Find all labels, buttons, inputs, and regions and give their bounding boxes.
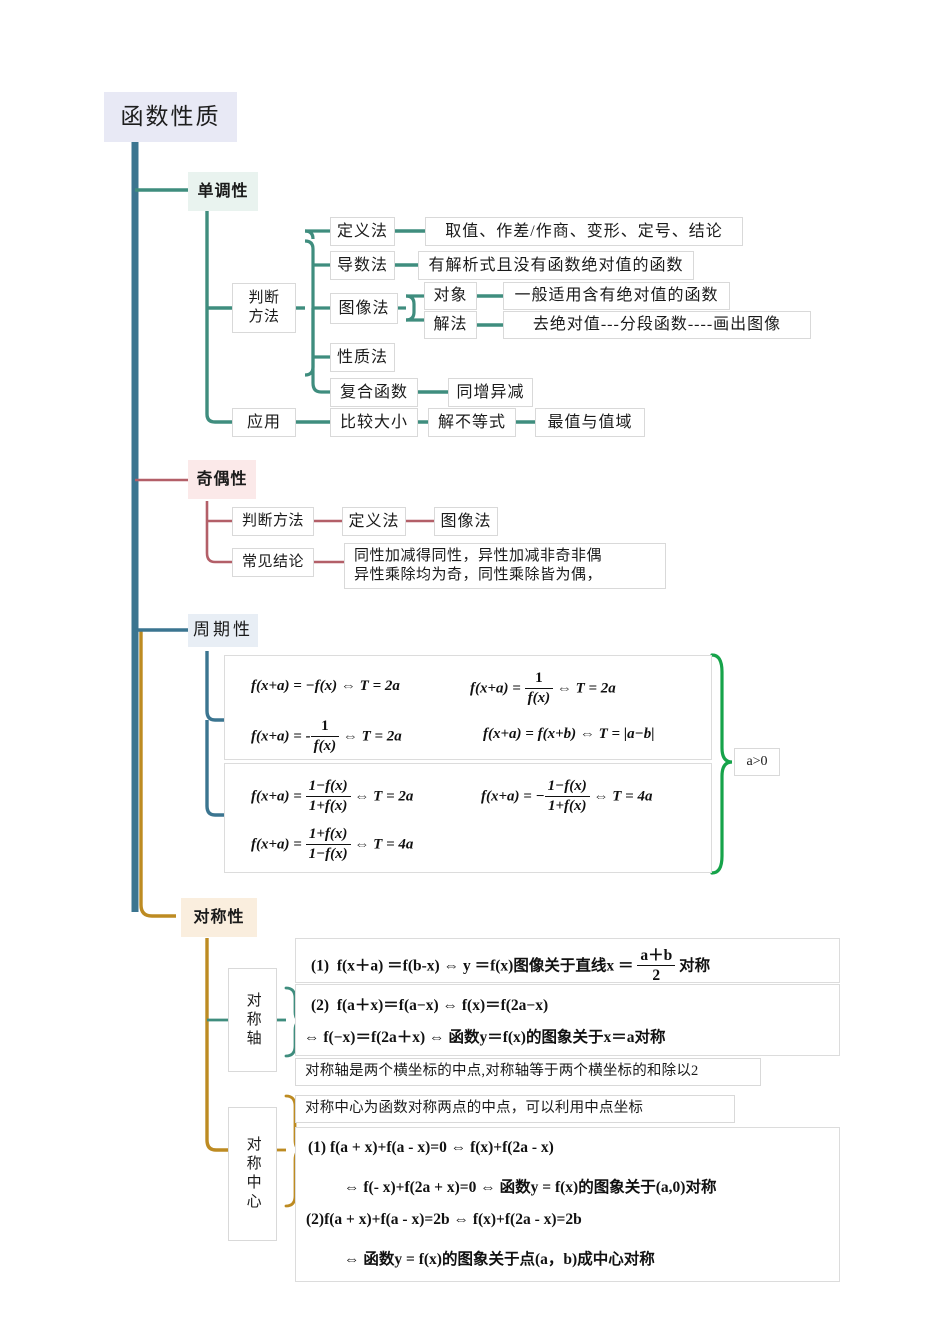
method-detail-text-derivative: 有解析式且没有函数绝对值的函数 [428, 256, 684, 274]
branch-label-symmetry: 对称性 [193, 908, 245, 926]
branch-label-parity: 奇偶性 [196, 470, 248, 488]
periodicity-formula-group-2[interactable]: f(x+a) = 1−f(x)1+f(x) ⇔ T = 2a f(x+a) = … [224, 763, 712, 873]
application-chain-label-compare: 比较大小 [339, 413, 408, 431]
symmetry-center-note[interactable]: 对称中心为函数对称两点的中点，可以利用中点坐标 [295, 1095, 735, 1123]
symmetry-axis-formula-2: (2) f(a＋x)＝f(a−x) ⇔ f(x)＝f(2a−x) [311, 997, 549, 1014]
periodicity-formula-1: f(x+a) = −f(x) ⇔ T = 2a [251, 678, 400, 694]
application-node[interactable]: 应用 [232, 408, 296, 437]
root-label: 函数性质 [120, 103, 221, 129]
parity-conclusion-node[interactable]: 常见结论 [232, 548, 314, 577]
application-chain-label-inequality: 解不等式 [437, 413, 506, 431]
parity-judge-chain-label-definition: 定义法 [348, 512, 400, 530]
graph-sub-label-solution: 解法 [433, 316, 468, 334]
application-chain-inequality[interactable]: 解不等式 [428, 408, 516, 437]
symmetry-center-formula-2: ⇔ f(- x)+f(2a + x)=0 ⇔ 函数y = f(x)的图象关于(a… [344, 1179, 717, 1196]
method-node-graph[interactable]: 图像法 [330, 293, 398, 324]
parity-judge-node[interactable]: 判断方法 [232, 507, 314, 536]
symmetry-center-node[interactable]: 对称中心 [228, 1107, 277, 1241]
symmetry-axis-formula-box-1[interactable]: (1) f(x＋a) ＝f(b-x) ⇔ y ＝f(x)图像关于直线x ＝ a＋… [295, 938, 840, 984]
symmetry-axis-note-text: 对称轴是两个横坐标的中点,对称轴等于两个横坐标的和除以2 [305, 1063, 699, 1080]
parity-conclusion-text-box[interactable]: 同性加减得同性，异性加减非奇非偶 异性乘除均为奇，同性乘除皆为偶， [344, 543, 666, 589]
application-chain-label-extremum: 最值与值域 [547, 413, 633, 431]
application-chain-compare[interactable]: 比较大小 [330, 408, 418, 437]
branch-node-symmetry[interactable]: 对称性 [181, 898, 257, 937]
method-detail-text-definition: 取值、作差/作商、变形、定号、结论 [445, 222, 723, 240]
symmetry-center-formula-box[interactable]: (1) f(a + x)+f(a - x)=0 ⇔ f(x)+f(2a - x)… [295, 1127, 840, 1282]
method-node-composite[interactable]: 复合函数 [330, 378, 418, 407]
graph-sub-node-solution[interactable]: 解法 [424, 311, 477, 339]
periodicity-formula-4: f(x+a) = f(x+b) ⇔ T = |a−b| [483, 726, 655, 742]
method-detail-definition[interactable]: 取值、作差/作商、变形、定号、结论 [425, 217, 743, 246]
branch-label-monotonicity: 单调性 [197, 182, 249, 200]
symmetry-center-formula-1: (1) f(a + x)+f(a - x)=0 ⇔ f(x)+f(2a - x) [308, 1139, 554, 1156]
parity-judge-chain-label-graph: 图像法 [440, 512, 492, 530]
symmetry-center-formula-3: (2)f(a + x)+f(a - x)=2b ⇔ f(x)+f(2a - x)… [306, 1211, 582, 1228]
symmetry-center-formula-4: ⇔ 函数y = f(x)的图象关于点(a，b)成中心对称 [344, 1251, 655, 1268]
graph-sub-detail-text-solution: 去绝对值---分段函数----画出图像 [532, 316, 782, 334]
method-label-composite: 复合函数 [339, 383, 408, 401]
symmetry-axis-formula-box-2[interactable]: (2) f(a＋x)＝f(a−x) ⇔ f(x)＝f(2a−x) ⇔ f(−x)… [295, 984, 840, 1056]
method-label-derivative: 导数法 [336, 256, 388, 274]
periodicity-formula-7: f(x+a) = 1+f(x)1−f(x) ⇔ T = 4a [251, 826, 414, 862]
branch-node-parity[interactable]: 奇偶性 [188, 460, 256, 499]
method-detail-derivative[interactable]: 有解析式且没有函数绝对值的函数 [418, 251, 694, 280]
method-node-derivative[interactable]: 导数法 [330, 251, 395, 280]
graph-sub-node-object[interactable]: 对象 [424, 282, 477, 310]
parity-judge-chain-graph[interactable]: 图像法 [434, 507, 498, 536]
symmetry-axis-note[interactable]: 对称轴是两个横坐标的中点,对称轴等于两个横坐标的和除以2 [295, 1058, 761, 1086]
graph-sub-detail-solution[interactable]: 去绝对值---分段函数----画出图像 [503, 311, 811, 339]
application-chain-extremum[interactable]: 最值与值域 [535, 408, 645, 437]
root-node[interactable]: 函数性质 [104, 92, 237, 142]
branch-node-monotonicity[interactable]: 单调性 [188, 172, 258, 211]
parity-judge-label: 判断方法 [241, 513, 304, 530]
method-detail-composite[interactable]: 同增异减 [448, 378, 533, 407]
symmetry-axis-node[interactable]: 对称轴 [228, 968, 277, 1072]
periodicity-formula-6: f(x+a) = −1−f(x)1+f(x) ⇔ T = 4a [481, 778, 653, 814]
graph-sub-detail-text-object: 一般适用含有绝对值的函数 [514, 287, 719, 305]
method-label-property: 性质法 [336, 348, 388, 366]
method-label-definition: 定义法 [336, 222, 388, 240]
periodicity-formula-5: f(x+a) = 1−f(x)1+f(x) ⇔ T = 2a [251, 778, 414, 814]
judge-method-node[interactable]: 判断 方法 [232, 283, 296, 333]
method-label-graph: 图像法 [338, 299, 390, 317]
parity-conclusion-label: 常见结论 [241, 554, 304, 571]
symmetry-axis-formula-3: ⇔ f(−x)＝f(2a＋x) ⇔ 函数y＝f(x)的图象关于x＝a对称 [304, 1029, 666, 1046]
method-node-property[interactable]: 性质法 [330, 343, 395, 372]
symmetry-axis-label: 对称轴 [244, 991, 261, 1049]
judge-method-label: 判断 方法 [248, 290, 280, 325]
method-node-definition[interactable]: 定义法 [330, 217, 395, 246]
symmetry-center-label: 对称中心 [244, 1136, 261, 1212]
application-label: 应用 [246, 413, 281, 431]
method-detail-text-composite: 同增异减 [456, 383, 525, 401]
periodicity-condition-node[interactable]: a>0 [734, 748, 780, 776]
parity-conclusion-text: 同性加减得同性，异性加减非奇非偶 异性乘除均为奇，同性乘除皆为偶， [354, 548, 603, 583]
periodicity-condition-label: a>0 [746, 754, 768, 770]
symmetry-axis-formula-1: (1) f(x＋a) ＝f(b-x) ⇔ y ＝f(x)图像关于直线x ＝ a＋… [311, 947, 711, 985]
graph-sub-label-object: 对象 [433, 287, 468, 305]
branch-node-periodicity[interactable]: 周期性 [188, 614, 258, 647]
branch-label-periodicity: 周期性 [193, 620, 253, 640]
symmetry-center-note-text: 对称中心为函数对称两点的中点，可以利用中点坐标 [305, 1100, 644, 1117]
graph-sub-detail-object[interactable]: 一般适用含有绝对值的函数 [503, 282, 730, 310]
parity-judge-chain-definition[interactable]: 定义法 [342, 507, 406, 536]
